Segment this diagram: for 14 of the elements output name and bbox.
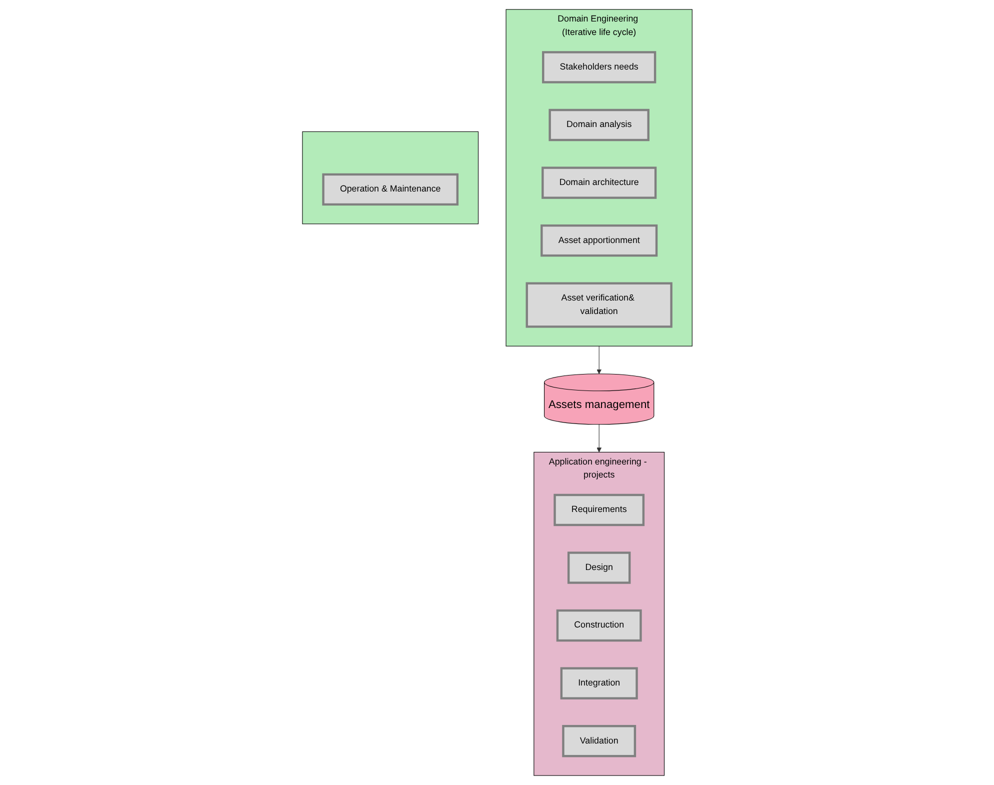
node-box: Domain analysis bbox=[548, 108, 650, 142]
node-box: Stakeholders needs bbox=[542, 51, 656, 84]
node-box: Integration bbox=[560, 667, 638, 700]
node-box: Requirements bbox=[553, 494, 644, 526]
node-box: Asset apportionment bbox=[540, 224, 658, 257]
node-box: Asset verification& validation bbox=[525, 282, 672, 328]
node-box: Validation bbox=[562, 724, 636, 758]
node-box: Construction bbox=[556, 609, 642, 642]
node-box: Domain architecture bbox=[541, 166, 656, 199]
node-box: Design bbox=[567, 552, 630, 584]
cluster bbox=[302, 131, 478, 224]
arrow bbox=[596, 346, 602, 374]
node-box: Operation & Maintenance bbox=[322, 173, 458, 206]
arrow bbox=[596, 424, 602, 452]
